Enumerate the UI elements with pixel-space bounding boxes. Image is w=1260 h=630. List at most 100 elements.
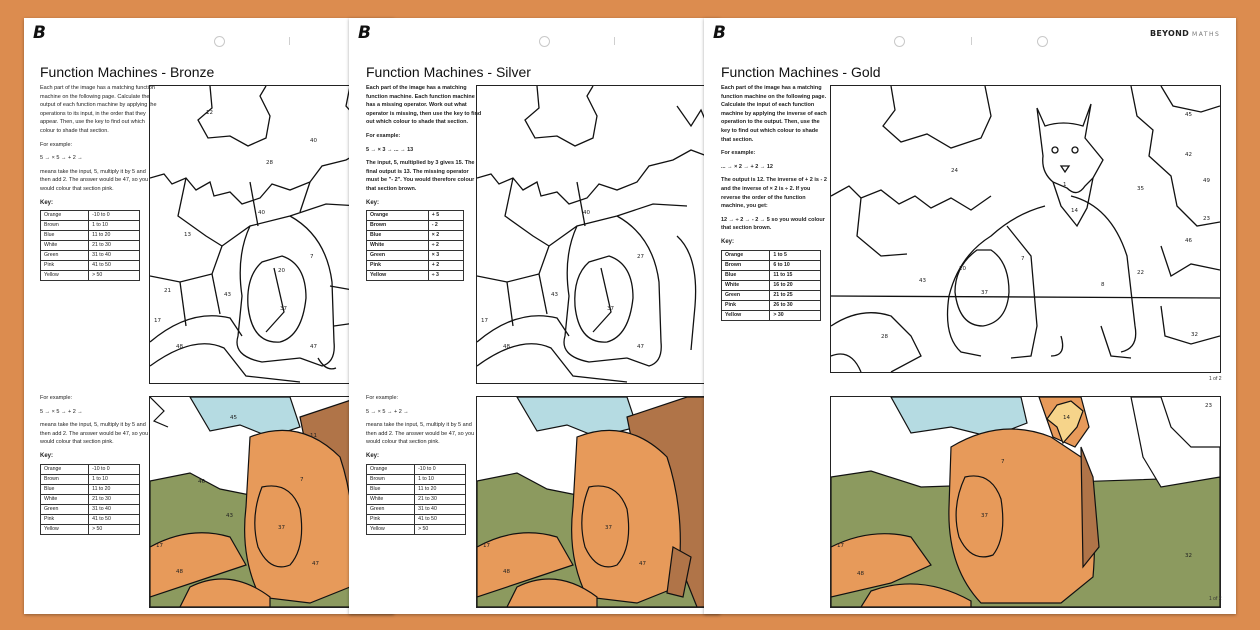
intro-text: Each part of the image has a matching fu… bbox=[366, 85, 482, 126]
region-number: 47 bbox=[310, 344, 317, 350]
key-colour: White bbox=[39, 240, 90, 252]
region-number: 42 bbox=[1185, 152, 1192, 158]
region-number: 27 bbox=[637, 254, 644, 260]
region-number: 37 bbox=[278, 525, 285, 531]
key-row: Orange-10 to 0 bbox=[365, 463, 466, 475]
key-range: 26 to 30 bbox=[769, 299, 821, 311]
key-colour: Green bbox=[39, 250, 90, 262]
key-colour: Yellow bbox=[39, 270, 90, 282]
key-operator: + 2 bbox=[427, 260, 465, 272]
cat-outline-drawing: 40 37 43 27 48 47 17 bbox=[477, 86, 714, 383]
region-number: 47 bbox=[637, 344, 644, 350]
key-colour: Pink bbox=[39, 260, 90, 272]
worksheet-silver: B Function Machines - Silver Each part o… bbox=[349, 18, 720, 614]
key-colour: Brown bbox=[720, 259, 771, 271]
region-number: 43 bbox=[226, 513, 233, 519]
key-row: Yellow> 30 bbox=[720, 309, 821, 321]
key-colour: Pink bbox=[366, 260, 429, 272]
key-colour: Blue bbox=[365, 483, 416, 495]
key-row: Pink+ 2 bbox=[366, 260, 465, 272]
region-number: 37 bbox=[981, 290, 988, 296]
key-operator: ÷ 3 bbox=[427, 270, 465, 282]
region-number: 28 bbox=[881, 334, 888, 340]
region-number: 40 bbox=[583, 210, 590, 216]
key-colour: Brown bbox=[39, 220, 90, 232]
key-colour: Orange bbox=[366, 210, 429, 222]
key-range: 1 to 5 bbox=[769, 249, 821, 261]
region-number: 43 bbox=[551, 292, 558, 298]
region-number: 12 bbox=[206, 110, 213, 116]
region-number: 24 bbox=[951, 168, 958, 174]
region-number: 46 bbox=[1185, 238, 1192, 244]
instructions: Each part of the image has a matching fu… bbox=[39, 84, 157, 282]
key-row: Orange-10 to 0 bbox=[39, 210, 140, 222]
cat-coloured-drawing: 37 17 48 47 bbox=[477, 397, 720, 607]
region-number: 14 bbox=[1063, 415, 1070, 421]
region-number: 48 bbox=[176, 344, 183, 350]
region-number: 48 bbox=[857, 571, 864, 577]
example-explanation: means take the input, 5, multiply it by … bbox=[40, 168, 149, 192]
region-number: 23 bbox=[1203, 216, 1210, 222]
key-range: > 50 bbox=[88, 523, 140, 535]
region-number: 49 bbox=[1203, 178, 1210, 184]
key-range: 11 to 20 bbox=[88, 483, 140, 495]
region-number: 21 bbox=[164, 288, 171, 294]
divider-tick bbox=[614, 37, 615, 45]
key-colour: Green bbox=[366, 250, 429, 262]
region-number: 13 bbox=[184, 232, 191, 238]
key-range: -10 to 0 bbox=[88, 210, 140, 222]
key-colour: Orange bbox=[39, 463, 90, 475]
example-heading: For example: bbox=[40, 395, 73, 401]
key-operator: × 3 bbox=[427, 250, 465, 262]
region-number: 20 bbox=[959, 266, 966, 272]
instructions: Each part of the image has a matching fu… bbox=[366, 84, 483, 282]
key-colour: Yellow bbox=[365, 523, 416, 535]
region-number: 35 bbox=[1137, 186, 1144, 192]
key-colour: Blue bbox=[39, 483, 90, 495]
page-number: 1 of 2 bbox=[1209, 376, 1222, 382]
key-label: Key: bbox=[366, 199, 380, 206]
example-explanation: The input, 5, multiplied by 3 gives 15. … bbox=[366, 160, 475, 192]
key-colour: Brown bbox=[39, 473, 90, 485]
region-number: 48 bbox=[503, 344, 510, 350]
key-colour: Green bbox=[720, 289, 771, 301]
key-range: 21 to 30 bbox=[88, 240, 140, 252]
key-colour: Pink bbox=[365, 513, 416, 525]
divider-tick bbox=[971, 37, 972, 45]
key-operator: ÷ 2 bbox=[427, 240, 465, 252]
key-label: Key: bbox=[721, 238, 735, 245]
cat-outline-picture: 45 24 42 35 49 37 22 20 32 43 14 8 23 7 … bbox=[830, 85, 1221, 373]
key-row: Brown- 2 bbox=[366, 220, 465, 232]
example-explanation: means take the input, 5, multiply it by … bbox=[40, 422, 149, 446]
key-range: 31 to 40 bbox=[414, 503, 466, 515]
region-number: 17 bbox=[156, 543, 163, 549]
example-equation: ... → × 2 → + 2 → 12 bbox=[721, 163, 773, 170]
example-reverse: 12 → ÷ 2 → - 2 → 5 so you would colour t… bbox=[721, 216, 825, 232]
example-equation: 5 → × 3 → ... → 13 bbox=[366, 146, 414, 153]
instructions: Each part of the image has a matching fu… bbox=[720, 84, 827, 321]
region-number: 40 bbox=[310, 138, 317, 144]
region-number: 48 bbox=[176, 569, 183, 575]
region-number: 45 bbox=[230, 415, 237, 421]
key-colour: Brown bbox=[366, 220, 429, 232]
page-number-lower: 1 of 2 bbox=[1209, 596, 1222, 602]
cat-coloured-drawing: 23 14 37 7 32 48 17 bbox=[831, 397, 1220, 607]
key-colour: Pink bbox=[720, 299, 771, 311]
key-operator: × 2 bbox=[427, 230, 465, 242]
region-number: 17 bbox=[154, 318, 161, 324]
region-number: 14 bbox=[1071, 208, 1078, 214]
key-range: 41 to 50 bbox=[414, 513, 466, 525]
region-number: 1 bbox=[1063, 182, 1067, 188]
key-range: > 50 bbox=[88, 270, 140, 282]
example-heading: For example: bbox=[721, 150, 756, 157]
